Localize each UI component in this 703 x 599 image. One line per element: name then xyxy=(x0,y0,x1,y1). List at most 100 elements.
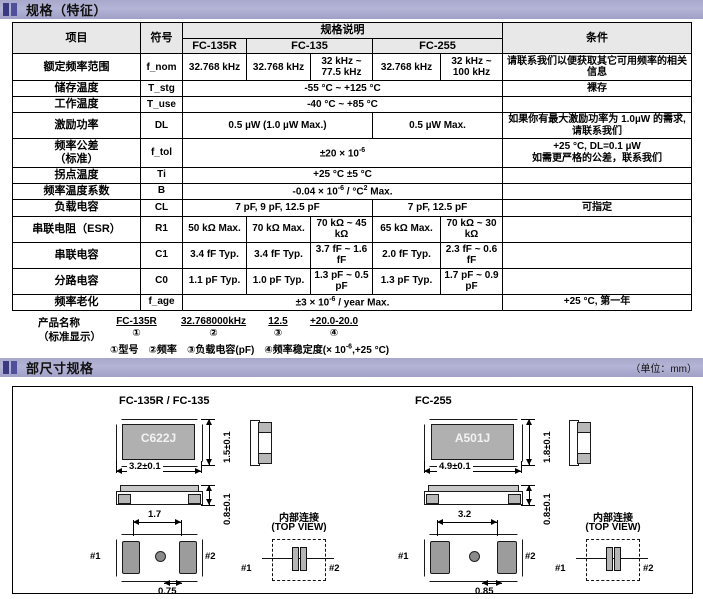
left-side-pad-top xyxy=(258,422,272,433)
right-width-dim-label: 4.9±0.1 xyxy=(437,461,473,472)
cell-c1-c3: 3.7 fF ~ 1.6 fF xyxy=(310,241,373,269)
right-width-ext-r xyxy=(521,461,522,473)
legend-stability-tail: ,+25 °C) xyxy=(352,345,390,356)
left-pitch-ext-r xyxy=(181,520,182,536)
right-height-arrow-u xyxy=(526,419,532,425)
row-item-tuse: 工作温度 xyxy=(12,96,141,114)
left-bottom-marker-dot xyxy=(155,551,166,562)
cell-b-pre: -0.04 × 10 xyxy=(292,185,338,197)
left-pitch-dim-line xyxy=(133,522,181,523)
right-side-pad-top xyxy=(577,422,591,433)
left-front-pad-2 xyxy=(188,494,201,504)
table-row: 工作温度 T_use -40 °C ~ +85 °C xyxy=(12,96,693,114)
cell-fnom-c5: 32 kHz ~ 100 kHz xyxy=(439,53,504,82)
cell-fage-span: ±3 × 10-6 / year Max. xyxy=(181,293,504,311)
row-item-cl: 负载电容 xyxy=(12,198,141,217)
th-model-fc135: FC-135 xyxy=(246,37,373,55)
left-height-arrow-d xyxy=(206,459,212,465)
product-name-label-l1: 产品名称 xyxy=(38,317,80,329)
left-ic-plate-2 xyxy=(300,547,307,571)
right-package-lid xyxy=(431,424,514,460)
right-thick-arrow-u xyxy=(526,485,532,491)
row-symbol-c0: C0 xyxy=(140,267,183,295)
left-height-arrow-u xyxy=(206,419,212,425)
table-row: 分路电容 C0 1.1 pF Typ. 1.0 pF Typ. 1.3 pF ~… xyxy=(12,267,693,295)
cell-tstg-condition: 裸存 xyxy=(502,80,693,98)
right-front-pad-1 xyxy=(426,494,439,504)
left-front-pad-1 xyxy=(118,494,131,504)
right-bottom-pad-2 xyxy=(497,541,517,574)
left-pin1-label: #1 xyxy=(90,551,101,562)
cell-c0-c3: 1.3 pF ~ 0.5 pF xyxy=(310,267,373,295)
left-side-pad-bottom xyxy=(258,453,272,464)
right-padwidth-label: 0.85 xyxy=(475,586,494,597)
right-pin1-label: #1 xyxy=(398,551,409,562)
left-ic-plate-1 xyxy=(292,547,299,571)
cell-fnom-condition: 请联系我们以便获取其它可用频率的相关信息 xyxy=(502,53,693,82)
left-package-marking: C622J xyxy=(140,431,177,445)
row-symbol-c1: C1 xyxy=(140,241,183,269)
row-symbol-fage: f_age xyxy=(140,293,183,311)
right-height-ext-b xyxy=(521,465,535,466)
cell-c0-condition xyxy=(502,267,693,295)
left-width-arrow-l xyxy=(116,468,122,474)
right-padw-arrow-l xyxy=(482,580,488,586)
cell-fnom-c3: 32 kHz ~ 77.5 kHz xyxy=(310,53,373,82)
right-side-pad-bottom xyxy=(577,453,591,464)
left-bottom-pad-2 xyxy=(179,541,197,574)
row-symbol-r1: R1 xyxy=(140,215,183,243)
row-item-c0: 分路电容 xyxy=(12,267,141,295)
cell-dl-right: 0.5 µW Max. xyxy=(371,112,504,140)
right-thick-ext-b xyxy=(521,505,535,506)
left-padwidth-dim-line xyxy=(164,583,182,584)
cell-tstg-span: -55 °C ~ +125 °C xyxy=(181,80,504,98)
left-height-dim-label: 1.5±0.1 xyxy=(222,431,233,463)
cell-b-mid: / °C xyxy=(344,185,364,197)
table-row: 串联电阻（ESR） R1 50 kΩ Max. 70 kΩ Max. 70 kΩ… xyxy=(12,215,693,243)
right-width-ext-l xyxy=(424,461,425,473)
right-height-arrow-d xyxy=(526,459,532,465)
right-pitch-arrow-r xyxy=(491,519,497,525)
th-condition: 条件 xyxy=(502,21,693,55)
right-package-top-view: A501J xyxy=(424,419,521,465)
row-symbol-tstg: T_stg xyxy=(140,80,183,98)
cell-c0-c5: 1.7 pF ~ 0.9 pF xyxy=(439,267,504,295)
cell-ftol-value: ±20 × 10 xyxy=(319,147,359,159)
marker-4: ④ xyxy=(329,328,339,339)
cell-c0-c4: 1.3 pF Typ. xyxy=(372,267,441,295)
th-model-fc135r: FC-135R xyxy=(182,37,247,55)
cell-ftol-cond-l2: 如需更严格的公差，联系我们 xyxy=(532,152,663,164)
specifications-table: 项目 符号 规格说明 条件 FC-135R FC-135 FC-255 额定频率… xyxy=(12,21,693,311)
row-item-r1: 串联电阻（ESR） xyxy=(12,215,141,243)
cell-b-exp: -6 xyxy=(337,184,345,192)
right-pin2-label: #2 xyxy=(525,551,536,562)
right-padwidth-dim-line xyxy=(482,583,502,584)
cell-fage-post: / year Max. xyxy=(335,296,390,308)
cell-r1-c3: 70 kΩ ~ 45 kΩ xyxy=(310,215,373,243)
row-symbol-cl: CL xyxy=(140,198,183,217)
th-item: 项目 xyxy=(12,21,141,55)
table-row: 频率温度系数 B -0.04 × 10-6 / °C2 Max. xyxy=(12,182,693,200)
left-height-dim-line xyxy=(209,419,210,465)
left-padw-arrow-r xyxy=(176,580,182,586)
dimension-drawings: FC-135R / FC-135 C622J 3.2±0.1 1.5±0.1 xyxy=(12,386,693,597)
left-width-ext-l xyxy=(116,461,117,473)
spec-section-header: 规格（特征） xyxy=(0,0,703,19)
right-ic-box xyxy=(586,539,640,581)
cell-c1-c4: 2.0 fF Typ. xyxy=(372,241,441,269)
left-height-ext-t xyxy=(201,419,215,420)
cell-dl-left: 0.5 µW (1.0 µW Max.) xyxy=(182,112,373,140)
cell-c0-c2: 1.0 pF Typ. xyxy=(246,267,311,295)
row-item-ftol-l1: 频率公差 xyxy=(54,140,99,153)
cell-c1-condition xyxy=(502,241,693,269)
cell-c1-c1: 3.4 fF Typ. xyxy=(182,241,247,269)
cell-c1-c2: 3.4 fF Typ. xyxy=(246,241,311,269)
left-thick-ext-t xyxy=(201,485,215,486)
th-symbol: 符号 xyxy=(140,21,183,55)
row-symbol-ti: Ti xyxy=(140,166,183,184)
left-pitch-arrow-l xyxy=(133,519,139,525)
cell-tuse-span: -40 °C ~ +85 °C xyxy=(181,96,504,114)
right-width-arrow-r xyxy=(515,468,521,474)
